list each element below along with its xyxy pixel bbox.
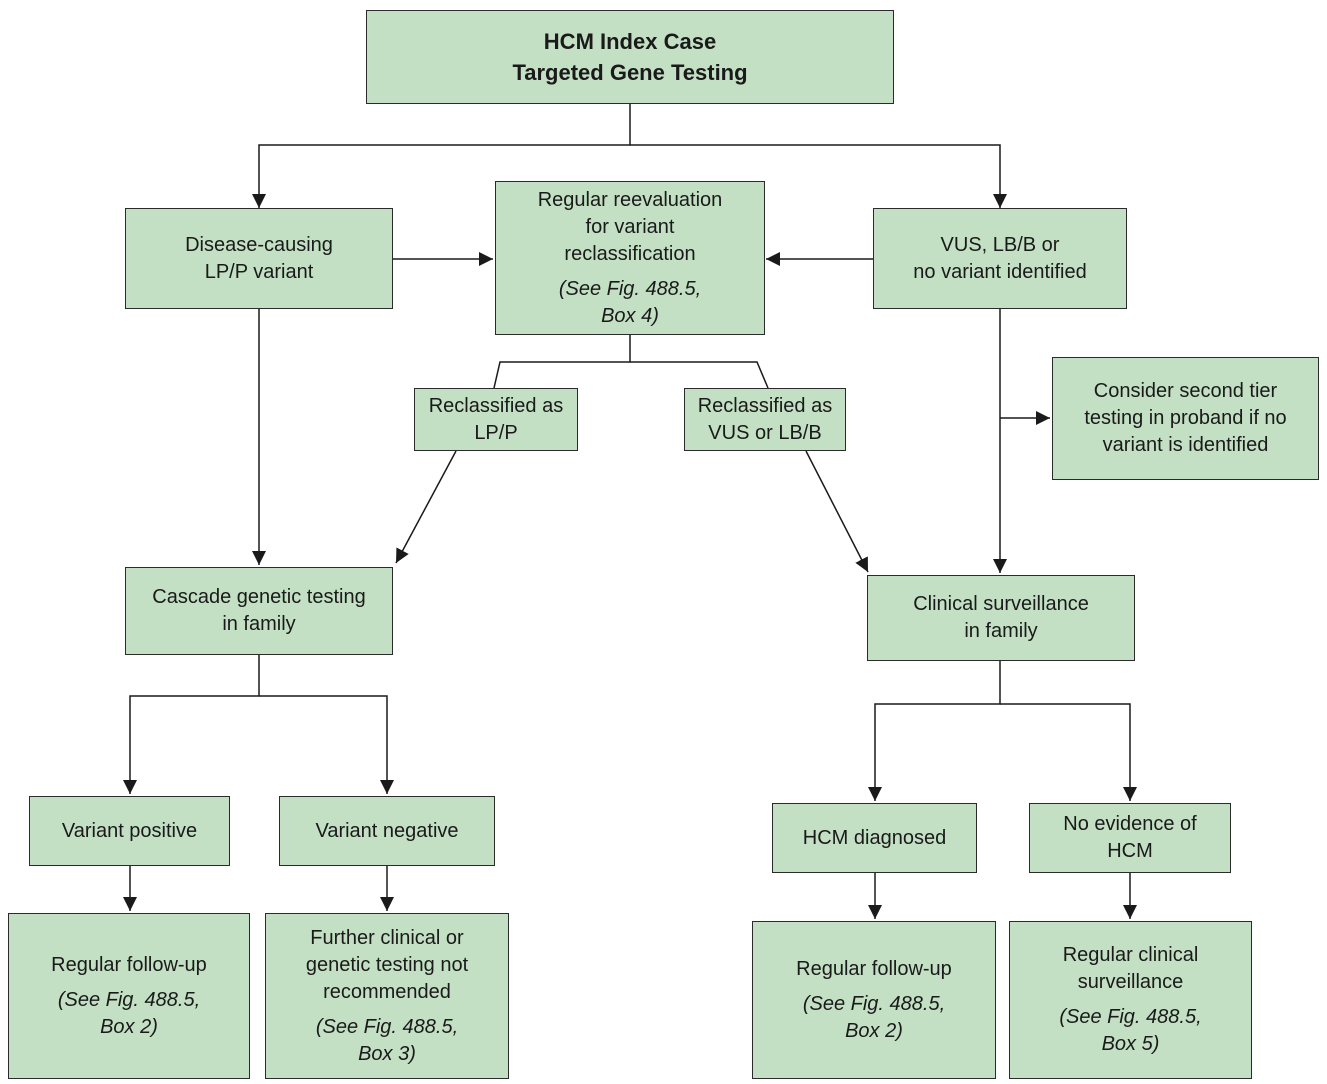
connector-surveillance-to-no-evidence	[1000, 703, 1137, 801]
variant-negative-box: Variant negative	[279, 796, 495, 866]
further-testing-ref2: Box 3)	[358, 1042, 416, 1065]
disease-causing-line2: LP/P variant	[204, 260, 314, 283]
regular-surveillance-ref2: Box 5)	[1101, 1033, 1160, 1055]
variant-positive-box: Variant positive	[29, 796, 230, 866]
reclassified-vus-line2: VUS or LB/B	[708, 421, 822, 444]
regular-surveillance-line1: Regular clinical	[1062, 944, 1199, 966]
vus-line1: VUS, LB/B or	[940, 233, 1060, 256]
cascade-line2: in family	[222, 613, 296, 635]
regular-surveillance-line2: surveillance	[1077, 971, 1184, 993]
reevaluation-ref1: (See Fig. 488.5,	[558, 277, 702, 300]
reclassified-lpp-box: Reclassified as LP/P	[414, 388, 578, 451]
surveillance-family-box: Clinical surveillance in family	[867, 575, 1135, 661]
connector-reevaluation-to-reclass-vus	[630, 361, 769, 389]
connector-cascade-to-negative	[259, 695, 394, 794]
reclassified-lpp-line2: LP/P	[474, 421, 518, 444]
index-case-box: HCM Index Case Targeted Gene Testing	[366, 10, 894, 104]
reevaluation-ref2: Box 4)	[601, 304, 659, 327]
surveillance-family-line1: Clinical surveillance	[913, 593, 1089, 615]
no-evidence-line1: No evidence of	[1063, 813, 1197, 835]
surveillance-family-line2: in family	[964, 620, 1038, 642]
cascade-testing-box: Cascade genetic testing in family	[125, 567, 393, 655]
index-case-subtitle: Targeted Gene Testing	[512, 60, 748, 85]
vus-box: VUS, LB/B or no variant identified	[873, 208, 1127, 309]
reevaluation-box: Regular reevaluation for variant reclass…	[495, 181, 765, 335]
index-case-title: HCM Index Case	[543, 29, 717, 54]
further-testing-line1: Further clinical or	[310, 926, 464, 949]
regular-surveillance-box: Regular clinical surveillance (See Fig. …	[1009, 921, 1252, 1079]
further-testing-ref1: (See Fig. 488.5,	[315, 1015, 459, 1038]
hcm-diagnosed-box: HCM diagnosed	[772, 803, 977, 873]
connector-cascade-to-positive	[123, 655, 260, 794]
hcm-diagnosed-label: HCM diagnosed	[802, 826, 947, 849]
followup-right-ref2: Box 2)	[845, 1019, 903, 1042]
reevaluation-line1: Regular reevaluation	[537, 188, 723, 211]
connector-reclass-vus-to-surveillance	[805, 450, 869, 573]
no-evidence-box: No evidence of HCM	[1029, 803, 1231, 873]
followup-right-line1: Regular follow-up	[796, 957, 952, 980]
variant-positive-label: Variant positive	[61, 819, 198, 842]
regular-followup-right-box: Regular follow-up (See Fig. 488.5, Box 2…	[752, 921, 996, 1079]
reclassified-vus-box: Reclassified as VUS or LB/B	[684, 388, 846, 451]
second-tier-line2: testing in proband if no	[1084, 407, 1287, 429]
no-evidence-line2: HCM	[1107, 840, 1153, 862]
disease-causing-box: Disease-causing LP/P variant	[125, 208, 393, 309]
reclassified-lpp-line1: Reclassified as	[428, 394, 564, 417]
connector-surveillance-to-hcm	[868, 661, 1001, 801]
followup-right-ref1: (See Fig. 488.5,	[802, 992, 946, 1015]
second-tier-line3: variant is identified	[1102, 434, 1269, 456]
further-testing-line3: recommended	[323, 980, 451, 1003]
further-testing-line2: genetic testing not	[305, 953, 469, 976]
connector-reclass-lpp-to-cascade	[395, 450, 457, 564]
cascade-line1: Cascade genetic testing	[152, 586, 366, 608]
further-testing-box: Further clinical or genetic testing not …	[265, 913, 509, 1079]
followup-left-ref2: Box 2)	[100, 1015, 158, 1038]
connector-index-to-vus	[630, 144, 1007, 208]
connector-reevaluation-to-reclass-lpp	[493, 335, 631, 389]
followup-left-ref1: (See Fig. 488.5,	[57, 988, 201, 1011]
reevaluation-line2: for variant	[585, 215, 675, 238]
followup-left-line1: Regular follow-up	[51, 953, 207, 976]
variant-negative-label: Variant negative	[315, 819, 459, 842]
reclassified-vus-line1: Reclassified as	[697, 394, 833, 417]
second-tier-box: Consider second tier testing in proband …	[1052, 357, 1319, 480]
regular-followup-left-box: Regular follow-up (See Fig. 488.5, Box 2…	[8, 913, 250, 1079]
second-tier-line1: Consider second tier	[1093, 380, 1278, 402]
disease-causing-line1: Disease-causing	[185, 233, 333, 256]
vus-line2: no variant identified	[913, 260, 1087, 283]
reevaluation-line3: reclassification	[564, 242, 696, 265]
regular-surveillance-ref1: (See Fig. 488.5,	[1059, 1006, 1202, 1028]
connector-index-to-disease	[252, 104, 631, 208]
